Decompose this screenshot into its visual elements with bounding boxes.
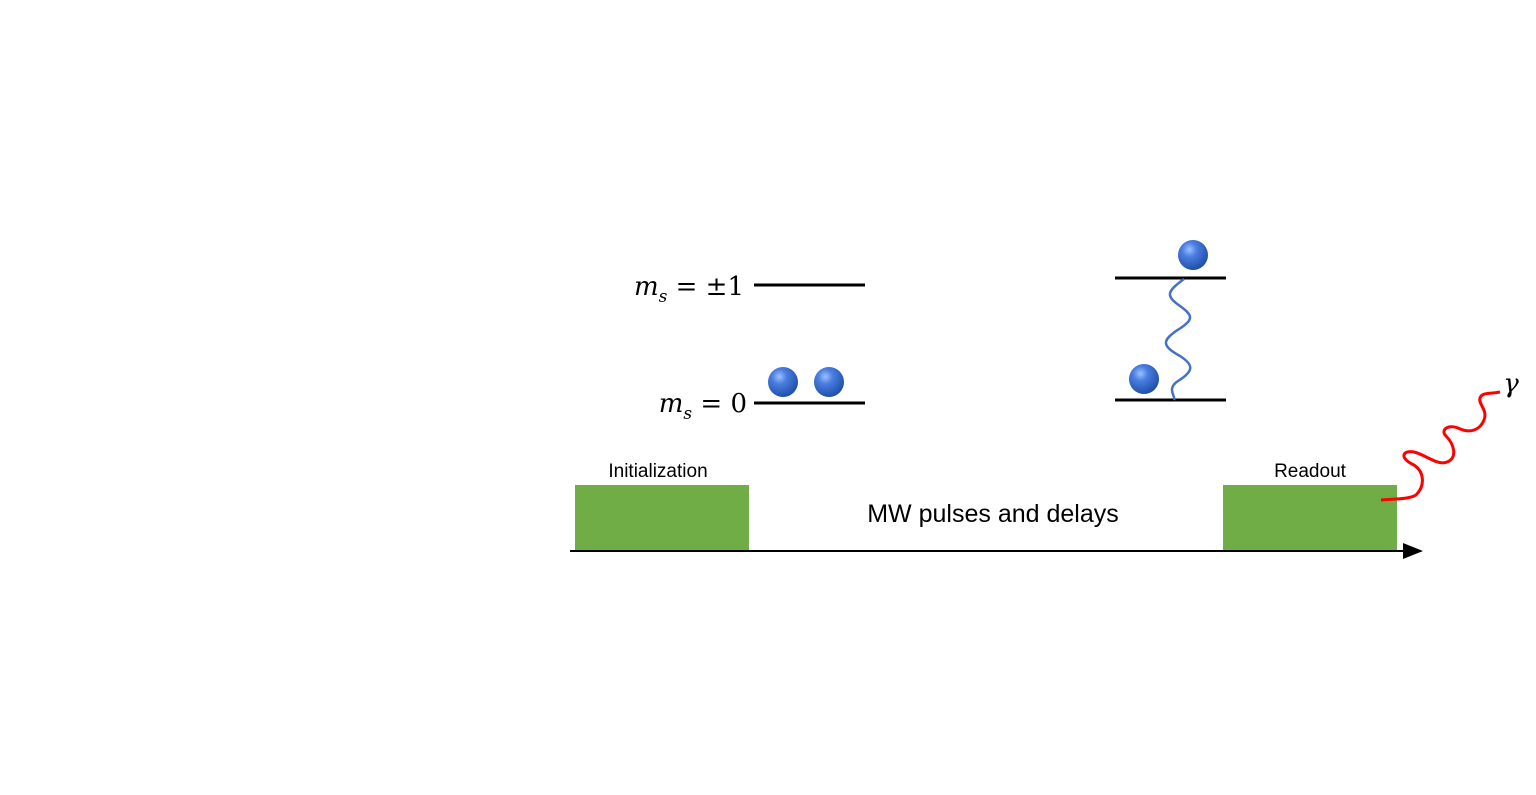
lower-level-label: ms = 0 (659, 389, 747, 424)
photon-emission: γ (1380, 369, 1519, 502)
transition-level-diagram (1115, 240, 1226, 402)
blue-sphere-icon (1178, 240, 1208, 270)
blue-sphere-icon (768, 367, 798, 397)
upper-level-label: ms = ±1 (634, 272, 744, 307)
mw-pulses-label: MW pulses and delays (867, 500, 1119, 528)
pulse-sequence: Initialization MW pulses and delays Read… (570, 461, 1423, 559)
photon-label: γ (1503, 369, 1519, 399)
readout-label: Readout (1274, 461, 1347, 482)
initial-level-diagram: ms = ±1 ms = 0 (634, 272, 865, 424)
blue-sphere-icon (814, 367, 844, 397)
wavy-line-icon (1380, 390, 1501, 502)
initialization-block (575, 485, 749, 550)
blue-sphere-icon (1129, 364, 1159, 394)
readout-block (1223, 485, 1397, 550)
initialization-label: Initialization (608, 461, 707, 482)
wavy-line-icon (1164, 277, 1192, 401)
